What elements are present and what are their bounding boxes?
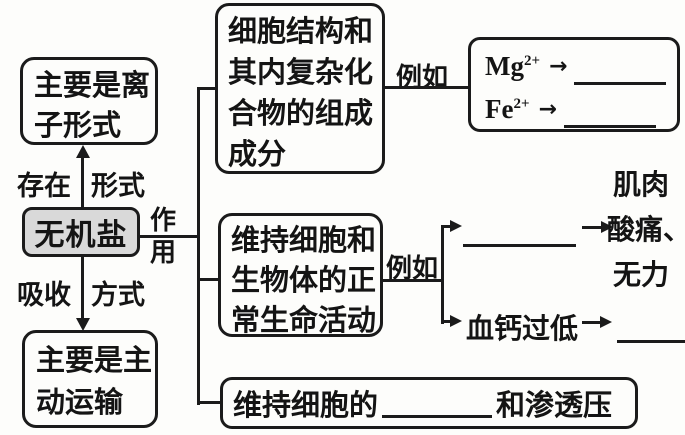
osmotic-text-after: 和渗透压 xyxy=(496,388,613,422)
muscle-symptom-label: 肌肉 酸痛、 无力 xyxy=(607,162,685,297)
life-activity-line: 常生命活动 xyxy=(231,303,377,337)
function-connector-line xyxy=(139,235,199,238)
ion-examples-box: Mg2+ → Fe2+ → xyxy=(468,37,680,132)
ion-form-line: 主要是离 xyxy=(34,68,151,102)
life-activity-line: 维持细胞和 xyxy=(231,223,377,257)
osmotic-text-before: 维持细胞的 xyxy=(233,388,379,422)
muscle-symptom-line: 肌肉 xyxy=(613,168,670,201)
example-connector-line-1 xyxy=(384,86,469,89)
fill-in-blank xyxy=(563,125,656,128)
case2-arrow-line xyxy=(443,320,451,323)
life-activity-line: 生物体的正 xyxy=(231,263,377,297)
example-connector-line-2 xyxy=(382,279,444,282)
inorganic-salt-box: 无机盐 xyxy=(22,207,140,257)
muscle-arrow-line xyxy=(582,226,603,229)
arrow-up-line xyxy=(81,156,84,208)
ion-form-line: 子形式 xyxy=(34,108,122,142)
arrow-down-head xyxy=(76,318,90,331)
form-label: 形式 xyxy=(91,171,145,202)
function-char-top: 作 xyxy=(150,206,177,236)
muscle-symptom-line: 无力 xyxy=(613,258,670,291)
function-bracket-line xyxy=(197,87,200,405)
ion-form-box: 主要是离 子形式 xyxy=(20,57,158,145)
active-transport-line: 主要是主 xyxy=(36,343,153,377)
active-transport-box: 主要是主 动运输 xyxy=(22,330,158,428)
arrow-up-head xyxy=(76,145,90,158)
absorption-label: 吸收 xyxy=(17,280,71,311)
muscle-arrow-head xyxy=(601,221,613,233)
active-transport-line: 动运输 xyxy=(36,385,124,419)
composition-line: 成分 xyxy=(228,137,287,171)
function-label: 作 用 xyxy=(150,205,176,269)
fill-in-blank xyxy=(463,244,576,247)
fill-in-blank xyxy=(617,340,685,343)
muscle-symptom-line: 酸痛、 xyxy=(607,213,685,246)
bracket-stub-middle xyxy=(199,278,219,281)
case1-arrow-line xyxy=(443,225,451,228)
hypocalcemia-arrow-head xyxy=(600,316,612,328)
inorganic-salt-label: 无机盐 xyxy=(34,218,128,253)
bracket-stub-bottom xyxy=(199,401,221,404)
composition-box: 细胞结构和 其内复杂化 合物的组成 成分 xyxy=(215,3,385,174)
life-activity-box: 维持细胞和 生物体的正 常生命活动 xyxy=(218,213,383,337)
arrow-right-icon: → xyxy=(538,97,557,122)
fill-in-blank xyxy=(382,415,493,418)
composition-line: 细胞结构和 xyxy=(228,14,374,48)
composition-line: 合物的组成 xyxy=(228,96,374,130)
fill-in-blank xyxy=(574,82,667,85)
osmotic-pressure-box: 维持细胞的 和渗透压 xyxy=(220,377,638,429)
bracket-stub-top xyxy=(199,87,216,90)
arrow-right-icon: → xyxy=(549,54,568,79)
example-bracket-line xyxy=(441,225,444,324)
magnesium-ion-label: Mg2+ xyxy=(485,51,541,81)
function-char-bottom: 用 xyxy=(150,238,177,268)
case1-arrow-head xyxy=(450,220,462,232)
iron-ion-label: Fe2+ xyxy=(485,94,530,124)
method-label: 方式 xyxy=(91,280,145,311)
case2-arrow-head xyxy=(450,315,462,327)
ion-example-row: Mg2+ → xyxy=(485,45,677,88)
low-blood-calcium-label: 血钙过低 xyxy=(466,312,579,345)
composition-line: 其内复杂化 xyxy=(228,55,374,89)
ion-example-row: Fe2+ → xyxy=(485,88,677,131)
existence-label: 存在 xyxy=(17,171,71,202)
hypocalcemia-arrow-line xyxy=(582,321,601,324)
arrow-down-line xyxy=(81,257,84,319)
